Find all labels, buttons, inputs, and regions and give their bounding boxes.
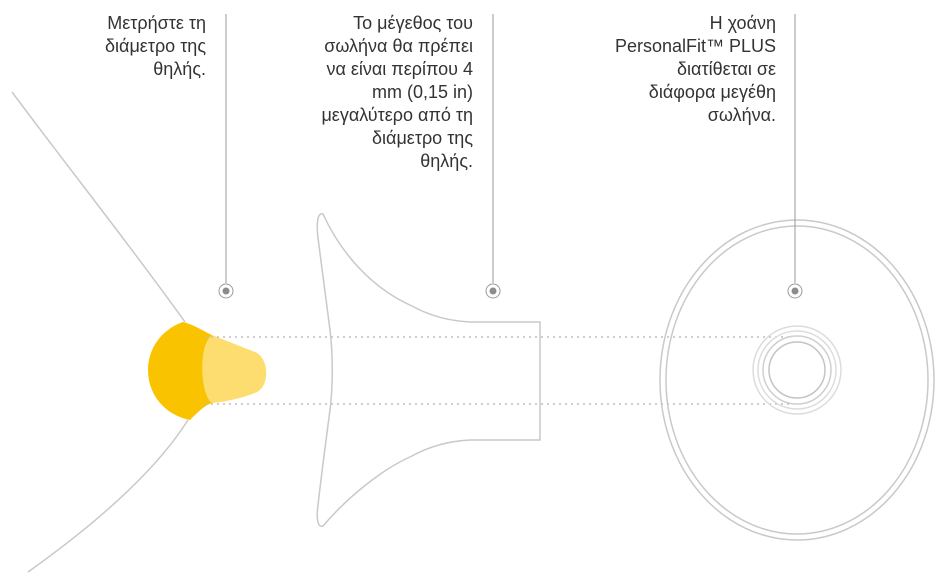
caption-line: PersonalFit™ PLUS bbox=[614, 36, 776, 56]
nipple-shape bbox=[202, 335, 267, 403]
breast-shield-outline bbox=[316, 213, 541, 528]
caption-line: διάφορα μεγέθη bbox=[648, 82, 776, 102]
caption-line: να είναι περίπου 4 bbox=[326, 59, 473, 79]
caption-line: σωλήνα θα πρέπει bbox=[324, 36, 473, 56]
caption-line: διάμετρο της bbox=[105, 36, 206, 56]
caption-line: σωλήνα. bbox=[707, 105, 776, 125]
tunnel-size-ring-2 bbox=[762, 335, 832, 405]
pointer-marker-1-dot bbox=[222, 287, 230, 295]
shield-front-inner bbox=[665, 225, 929, 535]
caption-line: διατίθεται σε bbox=[677, 59, 776, 79]
caption-line: Η χοάνη bbox=[709, 13, 776, 33]
tunnel-size-ring-1 bbox=[768, 341, 826, 399]
tunnel-size-ring-3 bbox=[757, 330, 837, 410]
caption-personalfit-sizes: Η χοάνη PersonalFit™ PLUS διατίθεται σε … bbox=[615, 12, 776, 127]
caption-line: διάμετρο της bbox=[372, 128, 473, 148]
caption-measure-nipple: Μετρήστε τη διάμετρο της θηλής. bbox=[105, 12, 206, 81]
caption-line: mm (0,15 in) bbox=[371, 82, 473, 102]
caption-line: θηλής. bbox=[420, 151, 473, 171]
shield-front-outer bbox=[659, 219, 935, 541]
caption-line: θηλής. bbox=[153, 59, 206, 79]
breast-outline bbox=[11, 91, 186, 323]
caption-line: Μετρήστε τη bbox=[107, 13, 206, 33]
breast-outline-lower bbox=[27, 419, 189, 573]
tunnel-size-ring-4 bbox=[752, 325, 842, 415]
caption-line: Το μέγεθος του bbox=[353, 13, 473, 33]
pointer-marker-3-dot bbox=[791, 287, 799, 295]
areola-shape bbox=[148, 322, 212, 420]
caption-tunnel-size: Το μέγεθος του σωλήνα θα πρέπει να είναι… bbox=[321, 12, 473, 173]
caption-line: μεγαλύτερο από τη bbox=[321, 105, 473, 125]
pointer-marker-2-dot bbox=[489, 287, 497, 295]
